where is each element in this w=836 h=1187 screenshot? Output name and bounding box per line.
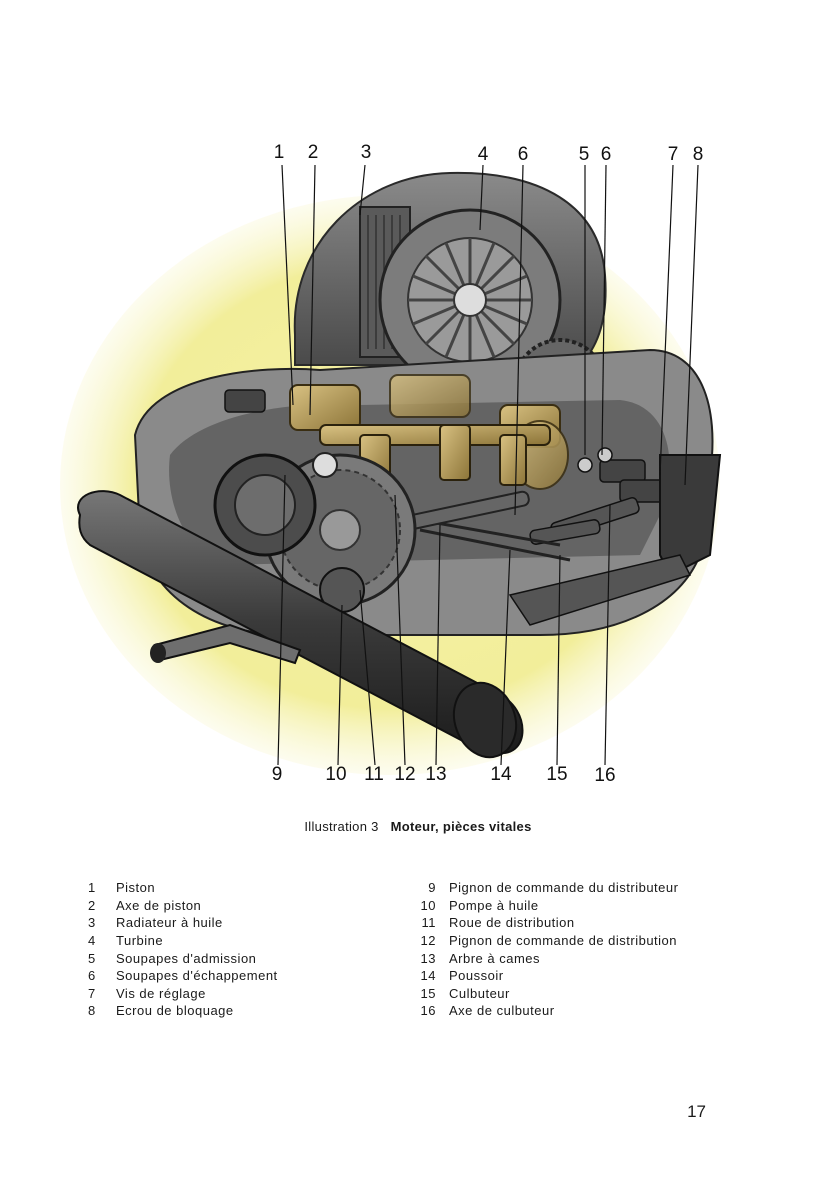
callout-1: 1	[273, 142, 285, 163]
legend-label: Axe de piston	[116, 897, 202, 913]
callout-4: 4	[477, 144, 489, 165]
figure-label: Illustration 3	[304, 819, 379, 834]
legend-label: Axe de culbuteur	[449, 1003, 555, 1019]
callout-16: 16	[594, 765, 616, 786]
legend-label: Poussoir	[449, 968, 504, 984]
engine-illustration: 1 2 3 4 6 5 6 7 8 9 10 11 12 13 14 15 16	[60, 135, 740, 795]
callout-14: 14	[490, 764, 512, 785]
legend-label: Soupapes d'admission	[116, 950, 257, 966]
legend-item: 2 Axe de piston	[88, 897, 278, 915]
legend-item: 11 Roue de distribution	[400, 914, 678, 932]
legend-item: 8 Ecrou de bloquage	[88, 1002, 278, 1020]
legend-label: Pompe à huile	[449, 897, 539, 913]
callout-5: 5	[578, 144, 590, 165]
callout-2: 2	[307, 142, 319, 163]
legend-label: Turbine	[116, 933, 164, 949]
legend-number: 2	[88, 897, 96, 913]
callout-9: 9	[271, 764, 283, 785]
legend-label: Ecrou de bloquage	[116, 1003, 234, 1019]
engine-cutaway-drawing	[60, 164, 722, 775]
legend-number: 4	[88, 933, 96, 949]
legend-item: 10 Pompe à huile	[400, 897, 678, 915]
legend-label: Piston	[116, 880, 156, 896]
legend-number: 13	[420, 950, 436, 966]
valve-springs	[224, 389, 666, 503]
legend-label: Pignon de commande du distributeur	[449, 880, 679, 896]
legend-number: 8	[88, 1003, 96, 1019]
legend-number: 5	[88, 950, 96, 966]
leader-lines	[277, 164, 699, 766]
legend-item: 5 Soupapes d'admission	[88, 949, 278, 967]
distributor-drive	[312, 452, 338, 478]
callout-6a: 6	[517, 144, 529, 165]
legend-number: 9	[428, 880, 436, 896]
callout-8: 8	[692, 144, 704, 165]
figure-title: Moteur, pièces vitales	[390, 819, 532, 834]
legend-number: 10	[420, 897, 436, 913]
legend-number: 16	[420, 1003, 436, 1019]
legend-item: 14 Poussoir	[400, 967, 678, 985]
pushrods	[419, 518, 571, 562]
legend-item: 3 Radiateur à huile	[88, 914, 278, 932]
legend-item: 9 Pignon de commande du distributeur	[400, 879, 678, 897]
muffler	[77, 490, 524, 755]
legend-item: 13 Arbre à cames	[400, 949, 678, 967]
legend-number: 1	[88, 880, 96, 896]
callout-12: 12	[394, 764, 416, 785]
legend-item: 4 Turbine	[88, 932, 278, 950]
legend-item: 7 Vis de réglage	[88, 985, 278, 1003]
legend-label: Vis de réglage	[116, 985, 206, 1001]
legend-number: 3	[88, 915, 96, 931]
legend-item: 1 Piston	[88, 879, 278, 897]
callout-6b: 6	[600, 144, 612, 165]
figure-caption: Illustration 3 Moteur, pièces vitales	[0, 819, 836, 834]
legend-number: 6	[88, 968, 96, 984]
legend-item: 12 Pignon de commande de distribution	[400, 932, 678, 950]
callout-7: 7	[667, 144, 679, 165]
legend-label: Roue de distribution	[449, 915, 575, 931]
callout-11: 11	[364, 764, 384, 785]
legend-number: 12	[420, 933, 436, 949]
page-number: 17	[687, 1102, 706, 1121]
legend-item: 6 Soupapes d'échappement	[88, 967, 278, 985]
legend-label: Soupapes d'échappement	[116, 968, 278, 984]
legend-left-column: 1 Piston 2 Axe de piston 3 Radiateur à huil…	[88, 879, 278, 1020]
rocker-arms	[529, 497, 640, 545]
callout-13: 13	[425, 764, 447, 785]
legend-label: Culbuteur	[449, 985, 510, 1001]
legend-number: 7	[88, 985, 96, 1001]
legend-item: 16 Axe de culbuteur	[400, 1002, 678, 1020]
legend-label: Arbre à cames	[449, 950, 541, 966]
engine-frame-right	[659, 454, 722, 577]
legend-number: 15	[420, 985, 436, 1001]
legend-item: 15 Culbuteur	[400, 985, 678, 1003]
legend-label: Radiateur à huile	[116, 915, 223, 931]
callout-3: 3	[360, 142, 372, 163]
legend-number: 14	[420, 968, 436, 984]
legend-label: Pignon de commande de distribution	[449, 933, 678, 949]
legend-number: 11	[421, 915, 436, 931]
callout-15: 15	[546, 764, 568, 785]
callout-10: 10	[325, 764, 347, 785]
